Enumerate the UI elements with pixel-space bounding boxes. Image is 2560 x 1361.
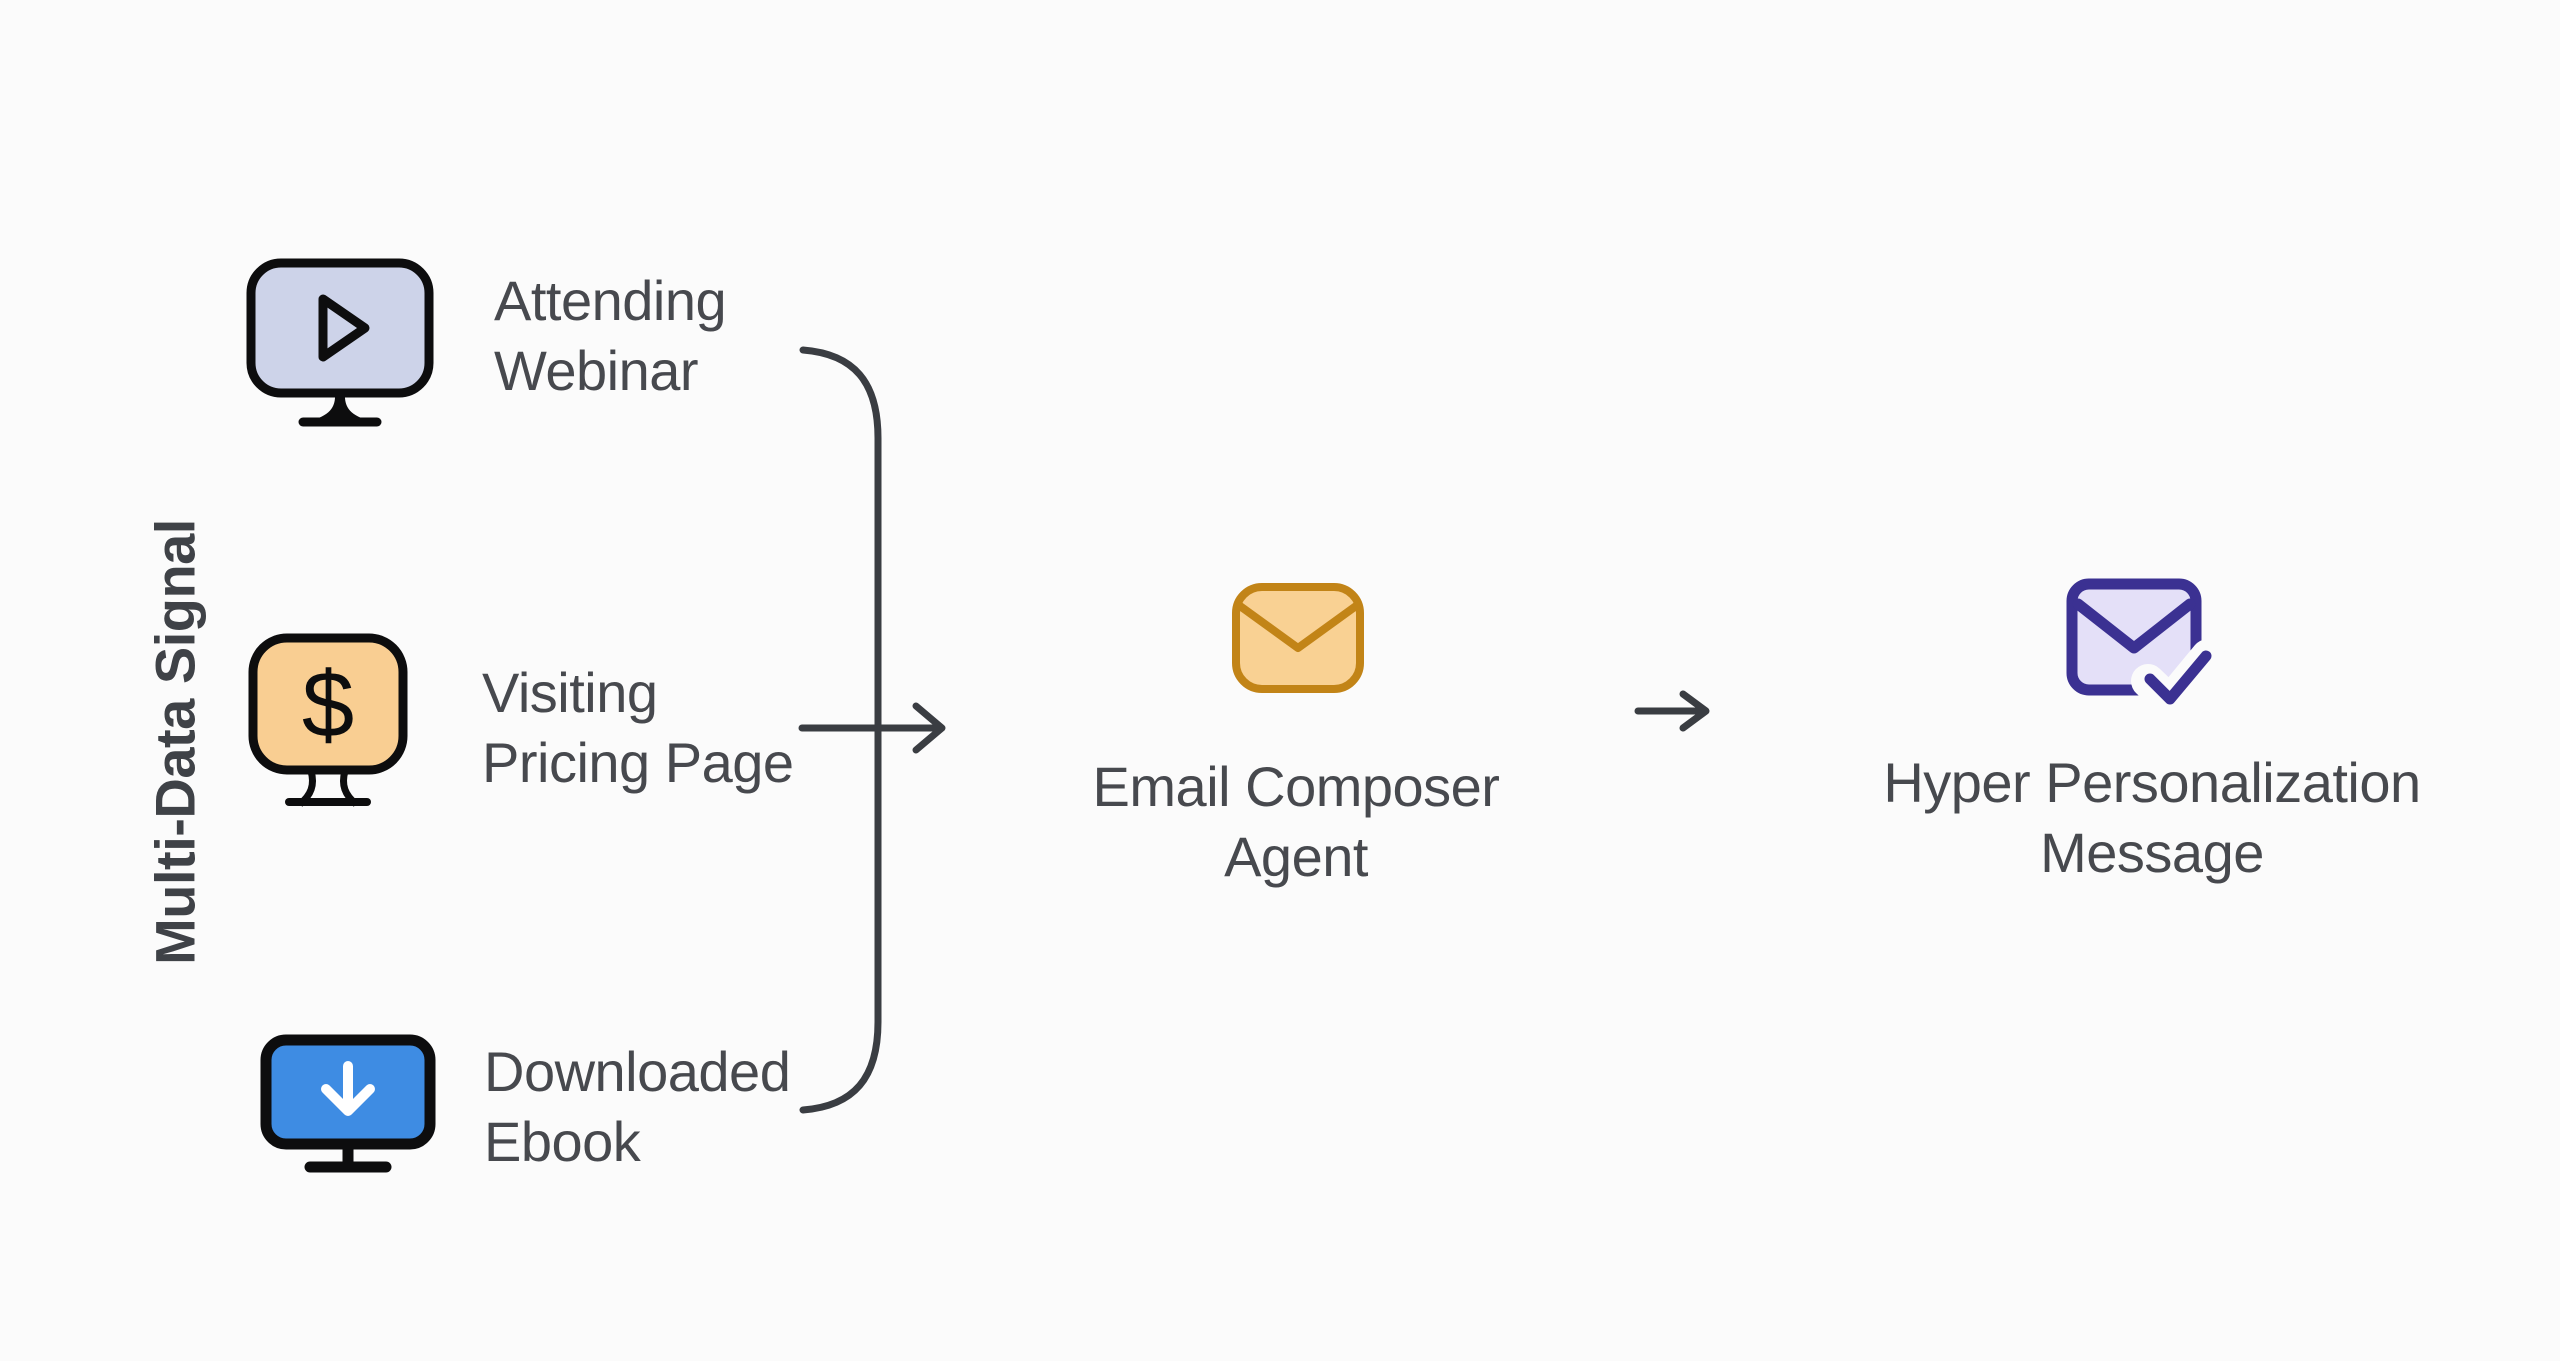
play-icon bbox=[318, 294, 370, 362]
dollar-glyph: $ bbox=[302, 652, 354, 757]
signal-label-attending-webinar: Attending Webinar bbox=[494, 269, 727, 402]
envelope-icon bbox=[1232, 583, 1364, 693]
signal-label-visiting-pricing-page: Visiting Pricing Page bbox=[482, 661, 794, 794]
signal-bracket-connector bbox=[798, 346, 946, 1114]
arrow-right-icon bbox=[1634, 690, 1710, 732]
check-icon bbox=[2144, 650, 2212, 705]
webinar-monitor-play-icon bbox=[246, 258, 434, 427]
arrow-right-icon bbox=[798, 702, 946, 754]
pricing-monitor-dollar-icon: $ bbox=[248, 633, 408, 807]
signal-label-downloaded-ebook: Downloaded Ebook bbox=[484, 1040, 791, 1173]
output-label: Hyper Personalization Message bbox=[1883, 751, 2421, 884]
agent-label: Email Composer Agent bbox=[1092, 755, 1500, 888]
signal-group-label: Multi-Data Signal bbox=[143, 519, 207, 965]
envelope-check-icon bbox=[2066, 578, 2225, 719]
download-arrow-icon bbox=[321, 1061, 375, 1116]
ebook-monitor-download-icon bbox=[260, 1034, 436, 1173]
